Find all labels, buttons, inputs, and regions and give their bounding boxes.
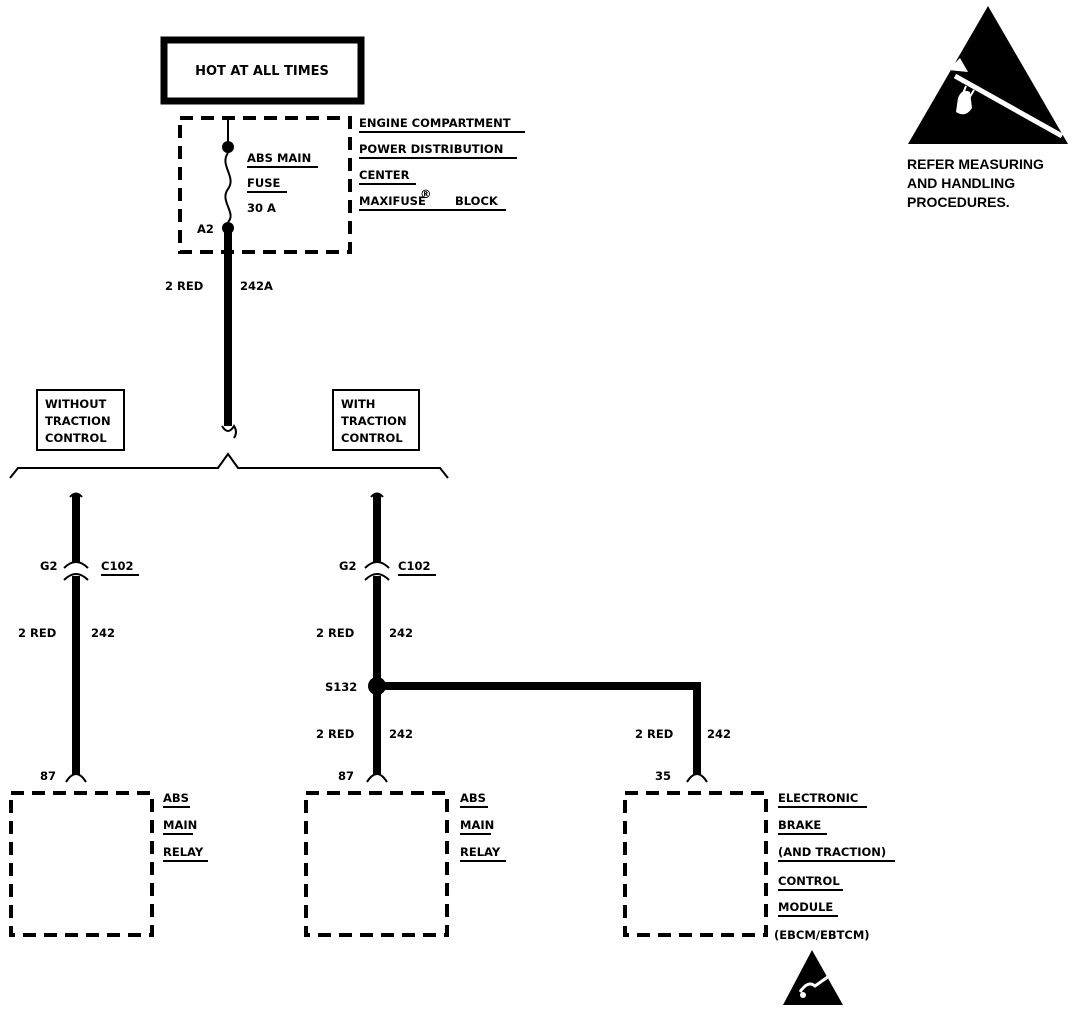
right-relay-line-1: ABS (460, 791, 486, 805)
option-split-bracket (9, 452, 449, 479)
svg-text:CONTROL: CONTROL (341, 431, 403, 445)
right-relay-pin: 87 (338, 769, 354, 783)
right-wire2-circuit: 242 (389, 727, 413, 741)
splice-s132 (368, 677, 386, 695)
fuse-label-line-3: 30 A (247, 201, 276, 215)
left-connector-name: C102 (101, 559, 133, 573)
abs-main-fuse (222, 118, 234, 234)
right-relay-line-2: MAIN (460, 818, 494, 832)
pdc-name-line-4: MAXIFUSE (359, 194, 426, 208)
right-wire2-gauge-color: 2 RED (316, 727, 354, 741)
esd-notice-line-3: PROCEDURES. (907, 194, 1010, 210)
left-wire-circuit: 242 (91, 626, 115, 640)
module-line-5: MODULE (778, 900, 833, 914)
esd-notice-line-2: AND HANDLING (907, 175, 1015, 191)
left-abs-main-relay-box (9, 791, 154, 937)
module-feed-wire (380, 682, 701, 774)
pdc-name-line-3: CENTER (359, 168, 410, 182)
right-connector-pin: G2 (339, 559, 356, 573)
distribution-center-box (178, 116, 352, 254)
pdc-name-line-1: ENGINE COMPARTMENT (359, 116, 511, 130)
module-line-4: CONTROL (778, 874, 840, 888)
left-wire-gauge-color: 2 RED (18, 626, 56, 640)
svg-text:TRACTION: TRACTION (45, 414, 111, 428)
module-line-3: (AND TRACTION) (778, 845, 886, 859)
right-connector-name: C102 (398, 559, 430, 573)
splice-label: S132 (325, 680, 357, 694)
fuse-label-line-1: ABS MAIN (247, 151, 311, 165)
pdc-name-line-5: BLOCK (455, 194, 499, 208)
power-source-box: HOT AT ALL TIMES (160, 36, 365, 105)
left-connector-c102 (63, 561, 89, 581)
svg-text:WITH: WITH (341, 397, 375, 411)
esd-warning-icon (908, 6, 1068, 144)
right-relay-line-3: RELAY (460, 845, 501, 859)
right-connector-c102 (364, 561, 390, 581)
module-wire-gauge-color: 2 RED (635, 727, 673, 741)
power-source-label: HOT AT ALL TIMES (195, 64, 329, 79)
left-relay-line-2: MAIN (163, 818, 197, 832)
esd-warning-icon (783, 950, 843, 1005)
option-with-traction: WITH TRACTION CONTROL (332, 389, 420, 451)
module-line-6: (EBCM/EBTCM) (774, 928, 870, 942)
main-wire-gauge-color: 2 RED (165, 279, 203, 293)
svg-text:CONTROL: CONTROL (45, 431, 107, 445)
right-wire1-circuit: 242 (389, 626, 413, 640)
left-relay-line-1: ABS (163, 791, 189, 805)
fuse-label-line-2: FUSE (247, 176, 280, 190)
left-relay-pin: 87 (40, 769, 56, 783)
svg-text:TRACTION: TRACTION (341, 414, 407, 428)
right-abs-main-relay-box (304, 791, 449, 937)
ebcm-module-box (623, 791, 768, 937)
left-relay-line-3: RELAY (163, 845, 204, 859)
main-wire-circuit: 242A (240, 279, 273, 293)
left-connector-pin: G2 (40, 559, 57, 573)
registered-mark: ® (420, 187, 432, 201)
svg-text:WITHOUT: WITHOUT (45, 397, 107, 411)
option-without-traction: WITHOUT TRACTION CONTROL (36, 389, 125, 451)
module-wire-circuit: 242 (707, 727, 731, 741)
esd-notice-line-1: REFER MEASURING (907, 156, 1044, 172)
pdc-name-line-2: POWER DISTRIBUTION (359, 142, 503, 156)
right-wire1-gauge-color: 2 RED (316, 626, 354, 640)
module-pin: 35 (655, 769, 671, 783)
module-line-2: BRAKE (778, 818, 821, 832)
fuse-terminal: A2 (197, 222, 214, 236)
module-line-1: ELECTRONIC (778, 791, 858, 805)
